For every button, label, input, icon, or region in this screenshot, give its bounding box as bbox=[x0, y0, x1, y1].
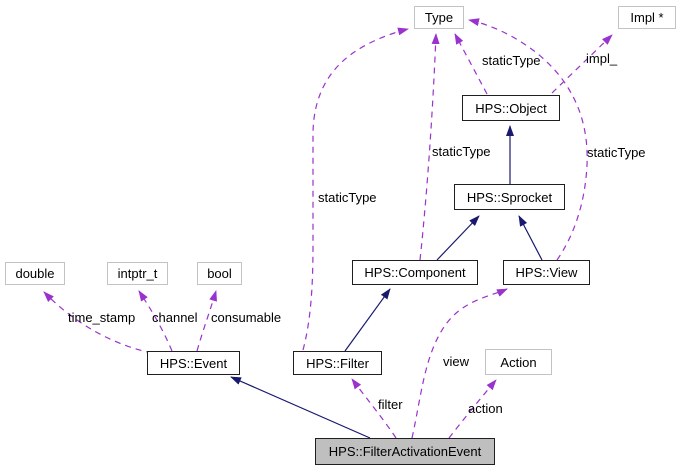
node-hps-component-label: HPS::Component bbox=[364, 265, 466, 280]
node-impl-ptr-label: Impl * bbox=[630, 10, 664, 25]
node-hps-filter-activation-event: HPS::FilterActivationEvent bbox=[315, 438, 495, 465]
edge-label-consumable: consumable bbox=[211, 310, 282, 325]
node-action-label: Action bbox=[500, 354, 537, 370]
node-action: Action bbox=[485, 349, 552, 375]
node-type: Type bbox=[414, 6, 464, 29]
edge-usage-view-type bbox=[468, 18, 588, 261]
node-hps-filter-label: HPS::Filter bbox=[306, 355, 369, 371]
edge-usage-object-type bbox=[454, 33, 488, 95]
node-intptr-t: intptr_t bbox=[107, 262, 168, 285]
node-impl-ptr: Impl * bbox=[618, 6, 676, 29]
edge-usage-event-bool bbox=[196, 290, 217, 352]
edge-label-channel: channel bbox=[152, 310, 198, 325]
node-hps-component[interactable]: HPS::Component bbox=[352, 260, 478, 285]
edge-inherit-component-sprocket bbox=[436, 215, 480, 261]
edge-usage-event-intptr bbox=[138, 290, 173, 352]
edge-label-statictype-component: staticType bbox=[432, 144, 491, 159]
edge-usage-object-impl bbox=[551, 34, 613, 94]
node-bool: bool bbox=[197, 262, 242, 285]
node-hps-view[interactable]: HPS::View bbox=[503, 260, 590, 285]
edge-label-view: view bbox=[443, 354, 470, 369]
edge-label-action: action bbox=[468, 401, 503, 416]
node-hps-sprocket[interactable]: HPS::Sprocket bbox=[454, 184, 565, 210]
edge-usage-component-type bbox=[419, 33, 440, 261]
edge-usage-fae-filter bbox=[351, 378, 397, 439]
edge-usage-filter-type bbox=[302, 27, 409, 351]
node-double: double bbox=[5, 262, 65, 285]
edge-usage-fae-action bbox=[448, 379, 497, 439]
edge-inherit-fae-event bbox=[230, 376, 371, 439]
node-hps-sprocket-label: HPS::Sprocket bbox=[466, 189, 553, 205]
node-bool-label: bool bbox=[207, 266, 232, 281]
node-type-label: Type bbox=[424, 10, 454, 25]
edge-inherit-view-sprocket bbox=[518, 215, 543, 261]
edge-usage-event-double bbox=[43, 291, 153, 354]
node-hps-filter-activation-event-label: HPS::FilterActivationEvent bbox=[328, 444, 482, 459]
edge-usage-fae-view bbox=[411, 288, 508, 439]
node-hps-view-label: HPS::View bbox=[515, 265, 578, 280]
node-intptr-t-label: intptr_t bbox=[117, 266, 158, 281]
edge-label-statictype-view: staticType bbox=[587, 145, 646, 160]
edge-label-statictype-filter: staticType bbox=[318, 190, 377, 205]
node-hps-filter[interactable]: HPS::Filter bbox=[293, 351, 382, 375]
edge-label-statictype-object: staticType bbox=[482, 53, 541, 68]
node-hps-event[interactable]: HPS::Event bbox=[147, 351, 240, 375]
edge-label-impl: impl_ bbox=[586, 51, 618, 66]
node-hps-object-label: HPS::Object bbox=[475, 100, 547, 116]
edge-label-time-stamp: time_stamp bbox=[68, 310, 136, 325]
node-hps-object[interactable]: HPS::Object bbox=[462, 95, 560, 121]
node-double-label: double bbox=[15, 266, 55, 281]
node-hps-event-label: HPS::Event bbox=[159, 355, 228, 371]
edge-label-filter: filter bbox=[378, 397, 403, 412]
edge-inherit-filter-component bbox=[344, 288, 391, 352]
